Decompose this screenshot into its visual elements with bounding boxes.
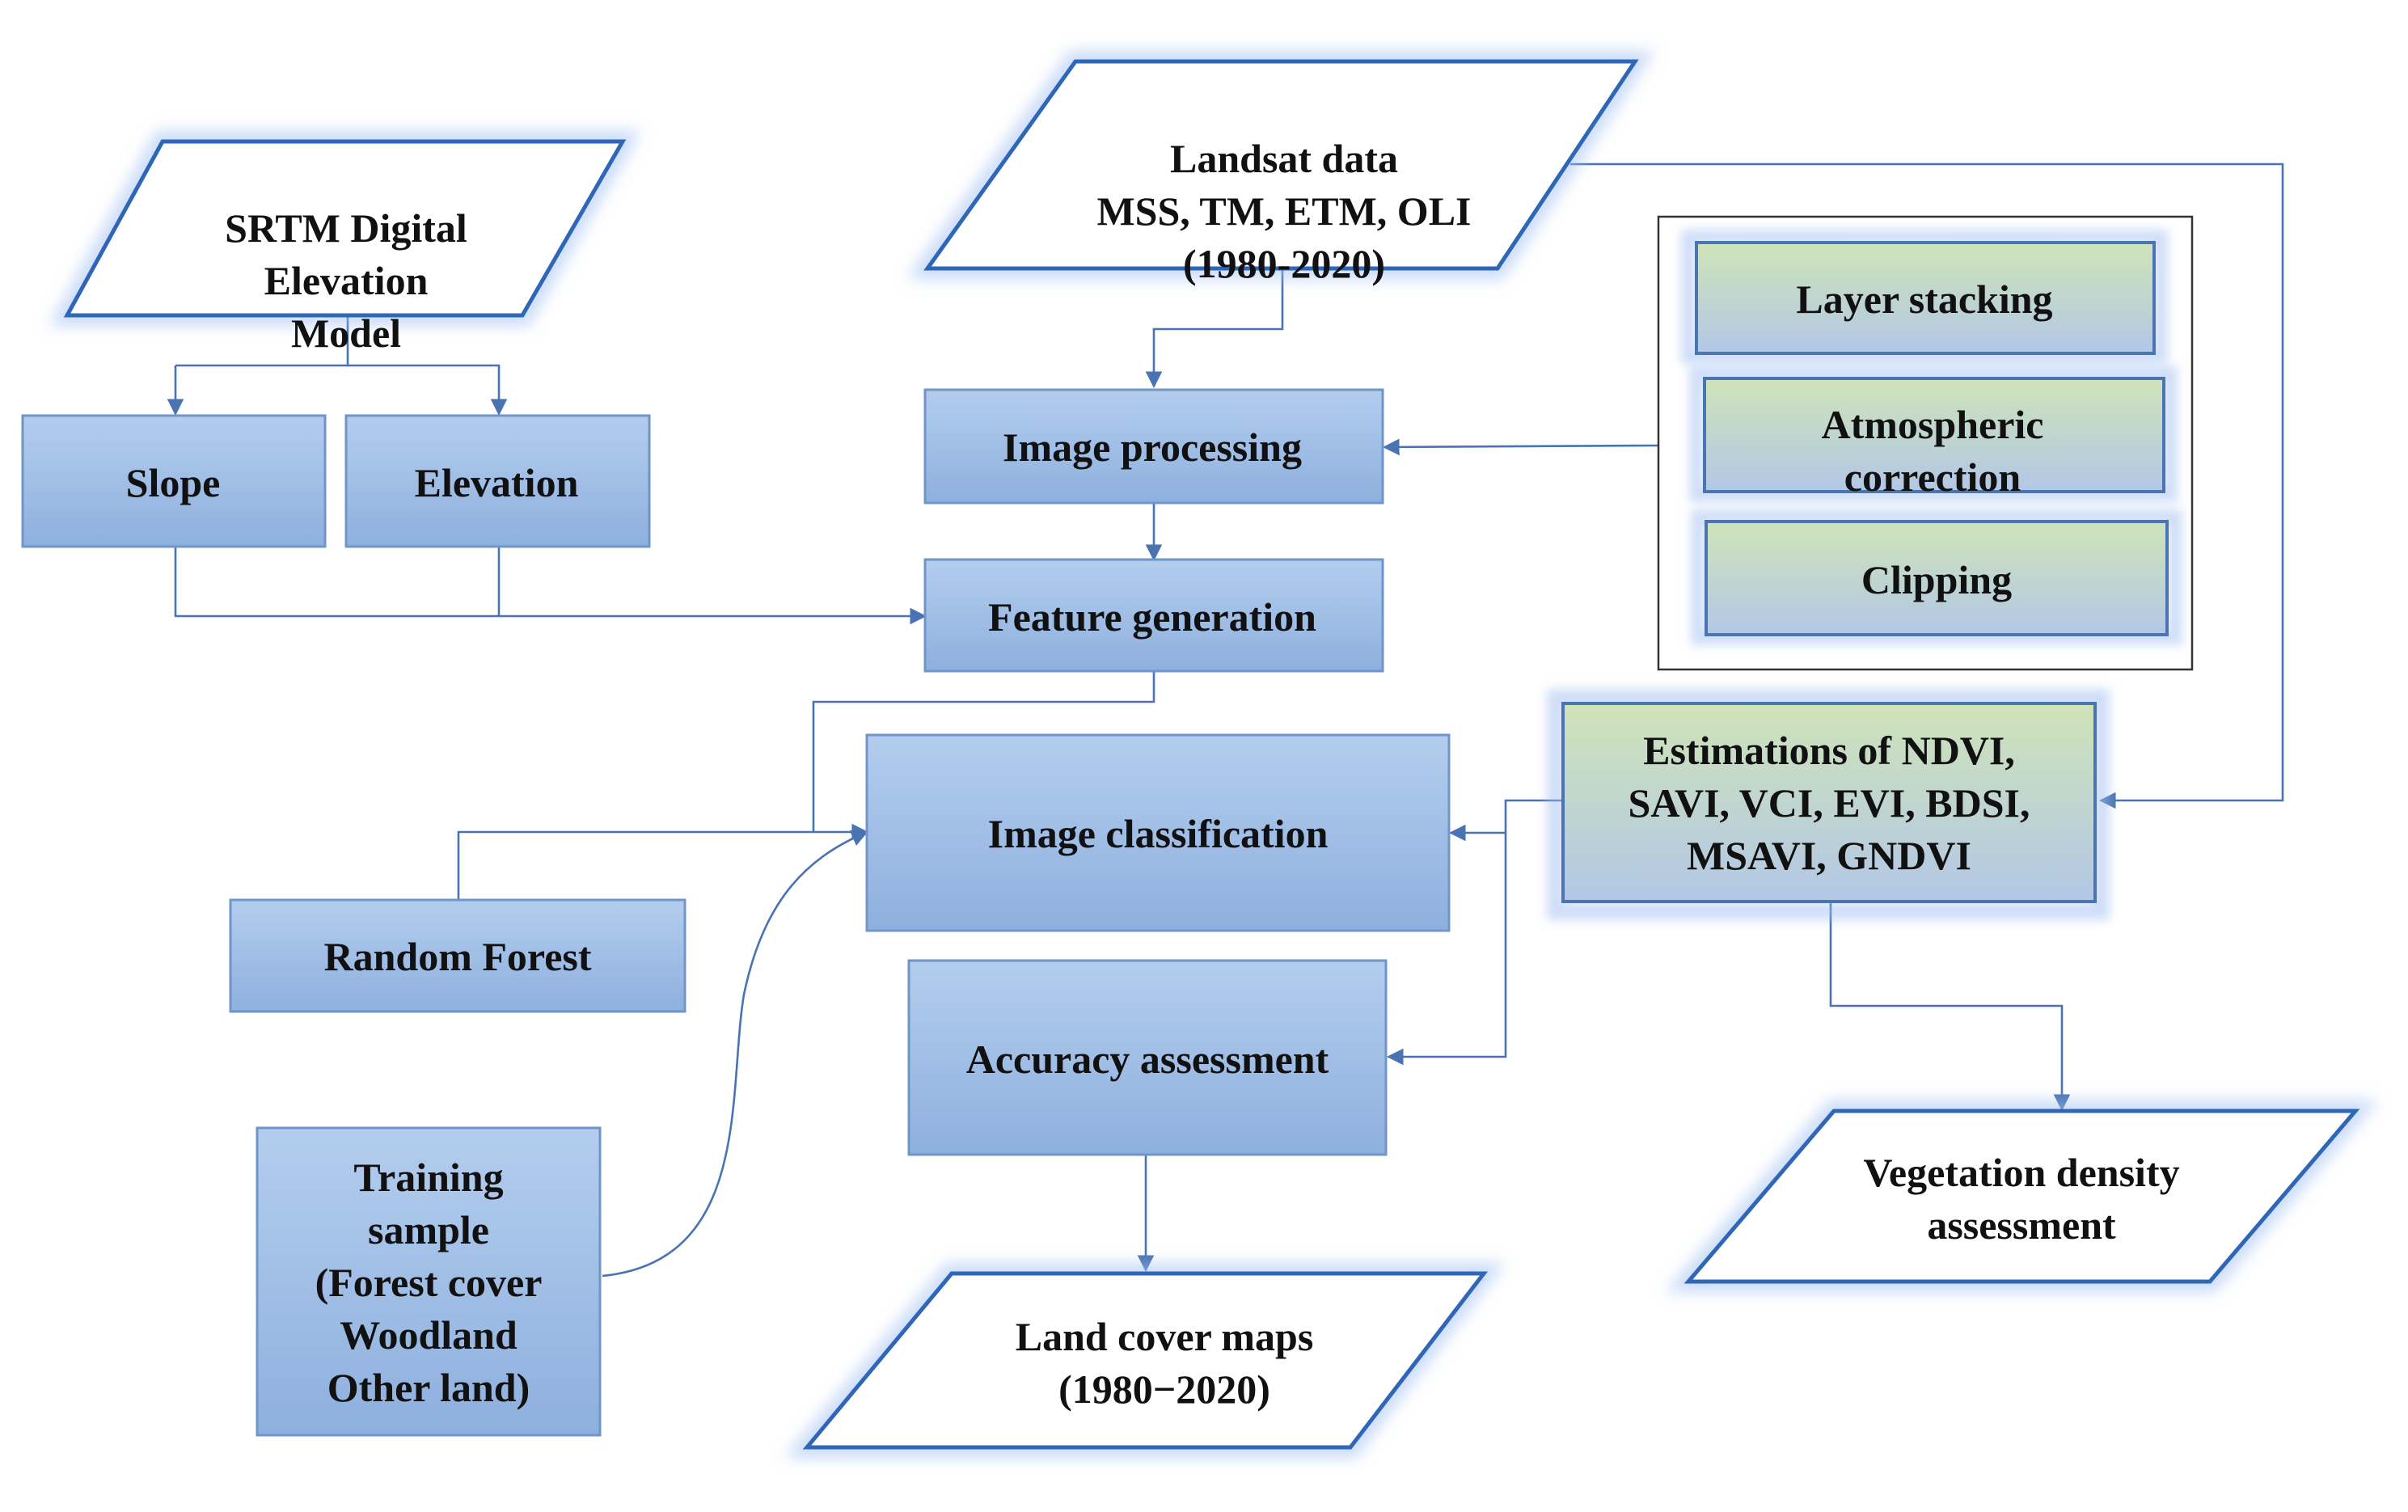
node-vegetation-density-line-2: assessment xyxy=(1927,1202,2116,1248)
connector-feature-generation-to-classification xyxy=(812,671,1155,832)
node-estimations-text: Estimations of NDVI, SAVI, VCI, EVI, BDSI… xyxy=(1629,728,2030,878)
connector-estimations-to-accuracy xyxy=(1386,833,1507,1066)
node-atmospheric-correction-line-1: Atmospheric xyxy=(1822,402,2044,447)
node-image-classification-line-1: Image classification xyxy=(988,811,1329,856)
node-layer-stacking-text: Layer stacking xyxy=(1796,277,2052,322)
node-feature-generation: Feature generation xyxy=(923,558,1384,673)
node-training-sample-line-5: Other land) xyxy=(327,1365,530,1410)
node-estimations-line-3: MSAVI, GNDVI xyxy=(1687,833,1971,878)
node-landsat-data-line-1: Landsat data xyxy=(1170,136,1398,181)
node-image-processing-line-1: Image processing xyxy=(1003,424,1302,470)
node-elevation-text: Elevation xyxy=(415,460,579,505)
node-feature-generation-text: Feature generation xyxy=(988,594,1316,640)
node-image-processing-text: Image processing xyxy=(1003,424,1302,470)
node-land-cover-maps: Land cover maps (1980−2020) xyxy=(784,1263,1506,1458)
node-clipping-text: Clipping xyxy=(1861,557,2012,602)
node-atmospheric-correction: Atmospheric correction xyxy=(1689,366,2178,502)
node-clipping: Clipping xyxy=(1691,509,2182,645)
node-land-cover-maps-line-2: (1980−2020) xyxy=(1058,1366,1270,1412)
node-accuracy-assessment: Accuracy assessment xyxy=(907,959,1388,1156)
connector-landsat-to-image-processing xyxy=(1145,268,1284,389)
node-atmospheric-correction-line-2: correction xyxy=(1844,454,2021,500)
node-training-sample-line-3: (Forest cover xyxy=(315,1260,543,1305)
node-srtm-dem-line-2: Elevation xyxy=(264,258,429,303)
node-elevation-line-1: Elevation xyxy=(415,460,579,505)
node-slope-text: Slope xyxy=(126,460,221,505)
node-image-processing: Image processing xyxy=(923,388,1384,505)
node-random-forest-line-1: Random Forest xyxy=(323,934,591,979)
node-image-classification: Image classification xyxy=(865,733,1451,932)
connector-landsat-to-estimations xyxy=(1570,163,2284,809)
node-random-forest-text: Random Forest xyxy=(323,934,591,979)
connector-slope-elevation-to-feature-generation xyxy=(174,547,927,625)
node-srtm-dem-line-1: SRTM Digital xyxy=(225,205,467,251)
connector-estimations-to-vegetation-density xyxy=(1829,902,2071,1112)
node-vegetation-density: Vegetation density assessment xyxy=(1665,1100,2379,1292)
node-feature-generation-line-1: Feature generation xyxy=(988,594,1316,640)
node-training-sample-line-2: sample xyxy=(368,1207,489,1252)
node-training-sample-line-4: Woodland xyxy=(340,1312,518,1358)
connector-random-forest-to-classification xyxy=(457,823,869,900)
node-estimations-line-2: SAVI, VCI, EVI, BDSI, xyxy=(1629,780,2030,826)
node-vegetation-density-line-1: Vegetation density xyxy=(1863,1150,2179,1195)
connectors xyxy=(167,163,2284,1278)
node-accuracy-assessment-text: Accuracy assessment xyxy=(966,1037,1329,1082)
node-layer-stacking: Layer stacking xyxy=(1681,230,2168,364)
node-random-forest: Random Forest xyxy=(229,898,686,1013)
connector-preprocessing-to-image-processing xyxy=(1382,438,1659,456)
node-landsat-data-line-3: (1980-2020) xyxy=(1183,241,1385,286)
node-layer-stacking-line-1: Layer stacking xyxy=(1796,277,2052,322)
node-estimations-line-1: Estimations of NDVI, xyxy=(1643,728,2015,773)
node-clipping-line-1: Clipping xyxy=(1861,557,2012,602)
connector-srtm-to-elevation xyxy=(348,364,508,416)
node-slope-line-1: Slope xyxy=(126,460,221,505)
node-atmospheric-correction-text: Atmospheric correction xyxy=(1822,402,2044,500)
node-land-cover-maps-text: Land cover maps (1980−2020) xyxy=(1016,1314,1314,1412)
node-vegetation-density-text: Vegetation density assessment xyxy=(1863,1150,2179,1248)
node-image-classification-text: Image classification xyxy=(988,811,1329,856)
node-slope: Slope xyxy=(21,414,327,548)
node-landsat-data-line-2: MSS, TM, ETM, OLI xyxy=(1096,188,1471,234)
connector-estimations-to-classification xyxy=(1448,799,1563,842)
node-estimations: Estimations of NDVI, SAVI, VCI, EVI, BDSI… xyxy=(1547,689,2110,920)
node-elevation: Elevation xyxy=(344,414,651,548)
node-training-sample-line-1: Training xyxy=(353,1155,503,1200)
node-srtm-dem-line-3: Model xyxy=(291,310,401,356)
connector-training-sample-to-classification xyxy=(602,830,868,1278)
node-land-cover-maps-line-1: Land cover maps xyxy=(1016,1314,1314,1359)
node-accuracy-assessment-line-1: Accuracy assessment xyxy=(966,1037,1329,1082)
